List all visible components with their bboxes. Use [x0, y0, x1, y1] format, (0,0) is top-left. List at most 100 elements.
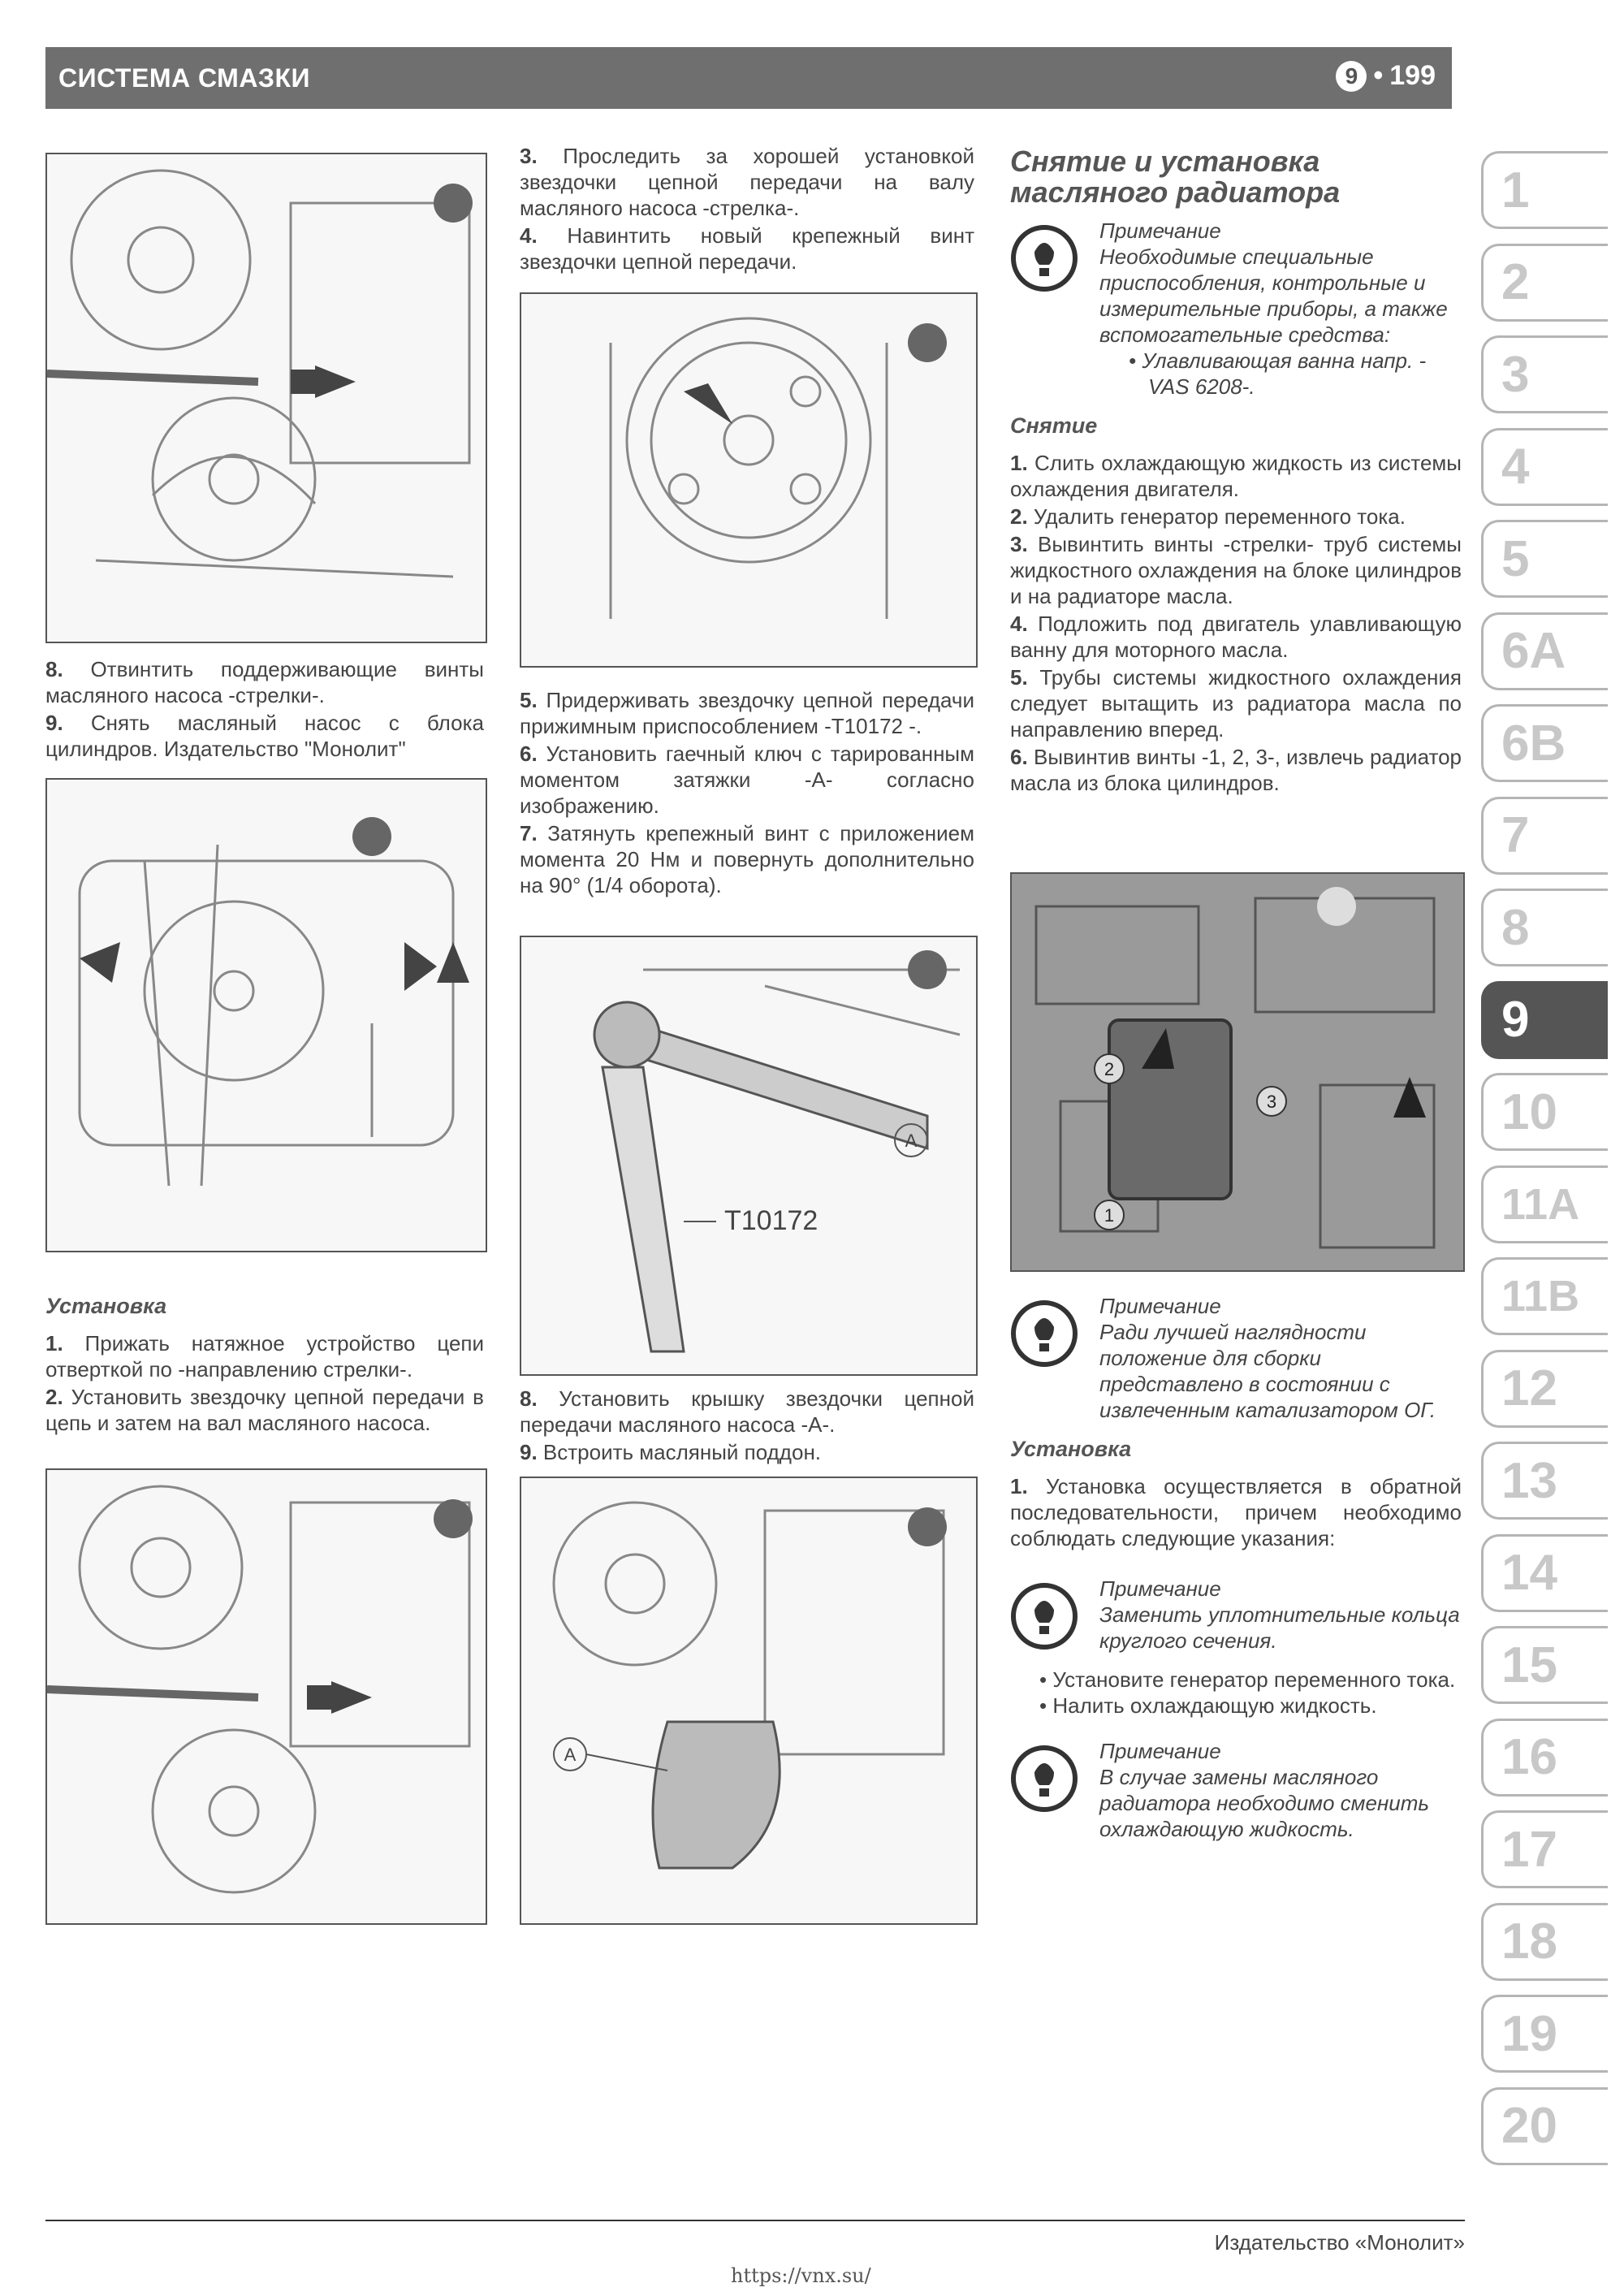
- step-number: 2.: [1010, 504, 1028, 529]
- step-number: 3.: [1010, 532, 1028, 556]
- chapter-tab-16[interactable]: 16: [1481, 1718, 1608, 1797]
- install-heading: Установка: [45, 1294, 167, 1318]
- chapter-badge: 9: [1336, 60, 1367, 92]
- step-number: 4.: [1010, 612, 1028, 636]
- step-text: Затянуть крепежный винт с приложением мо…: [520, 821, 974, 897]
- section-heading: Снятие и установка масляного радиатора: [1010, 145, 1341, 209]
- note-bullet: • Улавливающая ванна напр. -VAS 6208-.: [1129, 348, 1427, 399]
- step-number: 7.: [520, 821, 538, 845]
- note-text: Заменить уплотнительные кольца круглого …: [1099, 1602, 1460, 1653]
- step-number: 3.: [520, 144, 538, 168]
- figure-torque-wrench: A T10172: [520, 936, 978, 1376]
- step-number: 1.: [1010, 451, 1028, 475]
- step-number: 9.: [520, 1440, 538, 1464]
- step-number: 9.: [45, 711, 63, 735]
- column-2-middle: 5. Придерживать звездочку цепной передач…: [520, 687, 974, 900]
- step-number: 8.: [520, 1386, 538, 1411]
- column-1-bottom: Установка 1. Прижать натяжное устройство…: [45, 1282, 484, 1438]
- step-text: Вывинтить винты -стрелки- труб системы ж…: [1010, 532, 1462, 608]
- note-text: В случае замены масляного радиатора необ…: [1099, 1765, 1430, 1841]
- chapter-tab-6a[interactable]: 6A: [1481, 612, 1608, 690]
- step-number: 1.: [1010, 1474, 1028, 1498]
- step-number: 2.: [45, 1385, 63, 1409]
- figure-chain-tensioner: [45, 1468, 487, 1925]
- chapter-tab-15[interactable]: 15: [1481, 1626, 1608, 1704]
- step-text: Вывинтив винты -1, 2, 3-, извлечь радиат…: [1010, 745, 1462, 795]
- chapter-tab-13[interactable]: 13: [1481, 1442, 1608, 1520]
- note-text: Необходимые специальные приспособления, …: [1099, 244, 1448, 347]
- chapter-tab-18[interactable]: 18: [1481, 1902, 1608, 1981]
- chapter-tab-5[interactable]: 5: [1481, 520, 1608, 598]
- note-block: Примечание Ради лучшей наглядности полож…: [1010, 1293, 1462, 1423]
- chapter-tab-4[interactable]: 4: [1481, 427, 1608, 506]
- step-number: 5.: [1010, 665, 1028, 690]
- note-block: Примечание В случае замены масляного рад…: [1010, 1738, 1462, 1842]
- note-heading: Примечание: [1099, 218, 1221, 243]
- section-title: СИСТЕМА СМАЗКИ: [58, 63, 310, 93]
- step-text: Удалить генератор переменного тока.: [1033, 504, 1406, 529]
- step-text: Проследить за хорошей установкой звездоч…: [520, 144, 974, 220]
- chapter-tab-6b[interactable]: 6B: [1481, 704, 1608, 782]
- step-number: 1.: [45, 1331, 63, 1356]
- page-number-block: 9 • 199: [1336, 60, 1436, 92]
- install-bullet: • Налить охлаждающую жидкость.: [1039, 1693, 1377, 1718]
- figure-label-1: 1: [1104, 1205, 1114, 1226]
- column-2-top: 3. Проследить за хорошей установкой звез…: [520, 143, 974, 276]
- note-heading: Примечание: [1099, 1576, 1221, 1601]
- column-1-top: 8. Отвинтить поддерживающие винты маслян…: [45, 656, 484, 763]
- page-header: СИСТЕМА СМАЗКИ 9 • 199: [45, 47, 1452, 109]
- chapter-tab-7[interactable]: 7: [1481, 796, 1608, 875]
- chapter-tab-19[interactable]: 19: [1481, 1995, 1608, 2073]
- figure-label-a2: A: [564, 1745, 577, 1765]
- footer-url[interactable]: https://vnx.su/: [731, 2264, 871, 2287]
- note-text: Ради лучшей наглядности положение для сб…: [1099, 1320, 1436, 1422]
- chapter-tab-11b[interactable]: 11B: [1481, 1257, 1608, 1335]
- note-block: Примечание Заменить уплотнительные кольц…: [1010, 1576, 1462, 1654]
- chapter-tab-14[interactable]: 14: [1481, 1533, 1608, 1612]
- lightbulb-icon: [1011, 1300, 1078, 1367]
- step-text: Установка осуществляется в обратной посл…: [1010, 1474, 1462, 1550]
- figure-sprocket-cover: A: [520, 1477, 978, 1925]
- figure-sprocket-bolt: [520, 292, 978, 668]
- step-text: Снять масляный насос с блока цилиндров. …: [45, 711, 484, 761]
- figure-label-3: 3: [1267, 1092, 1276, 1112]
- figure-label-2: 2: [1104, 1059, 1114, 1079]
- step-text: Навинтить новый крепежный винт звездочки…: [520, 223, 974, 274]
- column-3-bottom: Примечание Ради лучшей наглядности полож…: [1010, 1285, 1462, 1855]
- chapter-tab-20[interactable]: 20: [1481, 2086, 1608, 2165]
- figure-oil-cooler: 1 2 3: [1010, 872, 1465, 1272]
- footer-divider: [45, 2220, 1465, 2221]
- chapter-tab-1[interactable]: 1: [1481, 151, 1608, 229]
- footer-publisher: Издательство «Монолит»: [1214, 2230, 1465, 2255]
- step-number: 5.: [520, 688, 538, 712]
- step-text: Отвинтить поддерживающие винты масляного…: [45, 657, 484, 707]
- chapter-tab-17[interactable]: 17: [1481, 1810, 1608, 1888]
- step-text: Трубы системы жидкостного охлаждения сле…: [1010, 665, 1462, 742]
- chapter-tab-11a[interactable]: 11A: [1481, 1165, 1608, 1243]
- chapter-tab-2[interactable]: 2: [1481, 243, 1608, 322]
- step-number: 4.: [520, 223, 538, 248]
- step-text: Установить звездочку цепной передачи в ц…: [45, 1385, 484, 1435]
- figure-oil-pump-removed: [45, 778, 487, 1252]
- chapter-tab-9[interactable]: 9: [1481, 980, 1608, 1059]
- step-text: Установить гаечный ключ с тарированным м…: [520, 742, 974, 818]
- chapter-tab-8[interactable]: 8: [1481, 889, 1608, 966]
- note-heading: Примечание: [1099, 1739, 1221, 1763]
- figure-oil-pump-bolts: [45, 153, 487, 643]
- install-bullet: • Установите генератор переменного тока.: [1039, 1667, 1456, 1692]
- chapter-tab-12[interactable]: 12: [1481, 1349, 1608, 1428]
- note-heading: Примечание: [1099, 1294, 1221, 1318]
- chapter-tab-3[interactable]: 3: [1481, 335, 1608, 413]
- install-heading: Установка: [1010, 1437, 1132, 1461]
- step-number: 8.: [45, 657, 63, 681]
- note-block: Примечание Необходимые специальные присп…: [1010, 218, 1462, 400]
- step-text: Установить крышку звездочки цепной перед…: [520, 1386, 974, 1437]
- lightbulb-icon: [1011, 225, 1078, 292]
- step-number: 6.: [520, 742, 538, 766]
- step-text: Слить охлаждающую жидкость из системы ох…: [1010, 451, 1462, 501]
- column-3: Снятие и установка масляного радиатора П…: [1010, 146, 1462, 798]
- column-2-bottom: 8. Установить крышку звездочки цепной пе…: [520, 1386, 974, 1467]
- chapter-tab-10[interactable]: 10: [1481, 1073, 1608, 1151]
- lightbulb-icon: [1011, 1583, 1078, 1650]
- step-number: 6.: [1010, 745, 1028, 769]
